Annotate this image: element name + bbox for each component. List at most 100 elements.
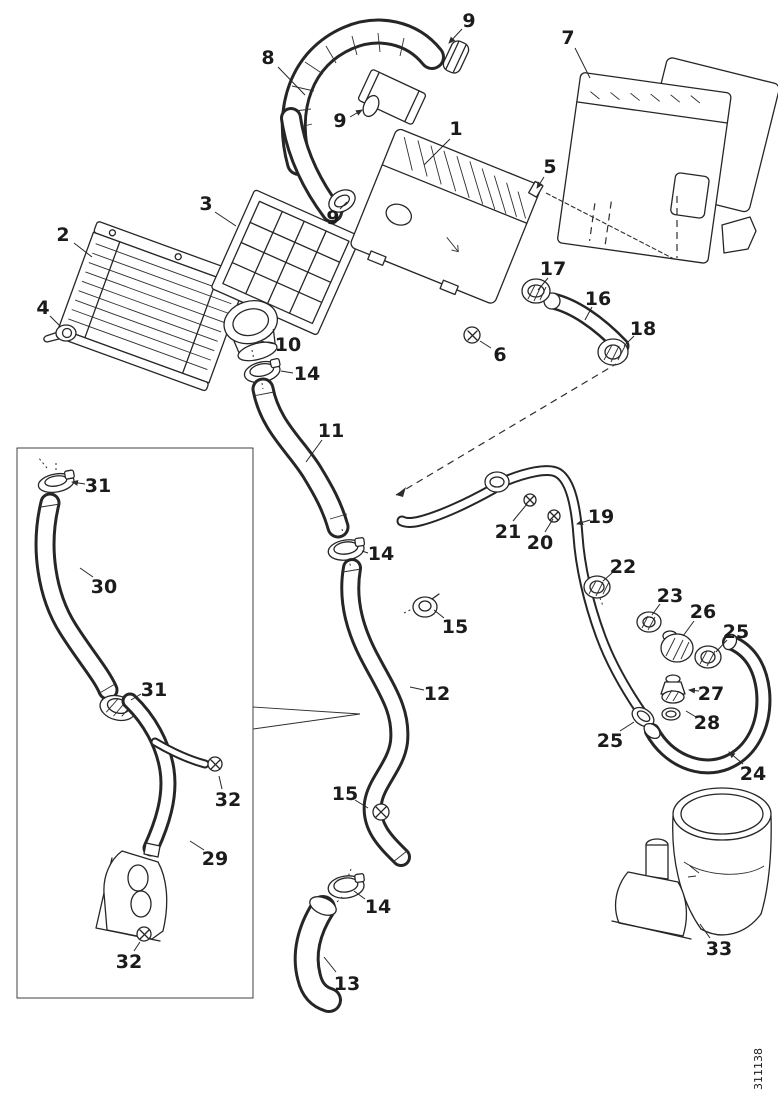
intake-elbow-assembly bbox=[280, 18, 470, 223]
reservoir-29 bbox=[95, 842, 168, 942]
air-cleaner-housing bbox=[350, 128, 541, 304]
assembly-dashed-line bbox=[395, 363, 617, 496]
callout-label-27: 27 bbox=[698, 683, 724, 705]
clamp-14b bbox=[327, 537, 366, 561]
callout-leader-14 bbox=[280, 370, 294, 374]
callout-leader-13 bbox=[323, 956, 337, 973]
bolt-32b bbox=[136, 926, 152, 942]
hose-13 bbox=[293, 895, 342, 1013]
canister-33 bbox=[672, 787, 772, 936]
callout-label-9: 9 bbox=[333, 110, 346, 132]
sensor-27 bbox=[660, 674, 686, 704]
bolt-32a bbox=[207, 756, 223, 772]
callout-label-25: 25 bbox=[597, 730, 623, 752]
callout-label-15: 15 bbox=[332, 783, 358, 805]
callout-leader-27 bbox=[688, 687, 700, 694]
bolt-20 bbox=[547, 509, 561, 523]
callout-leader-29 bbox=[189, 840, 205, 851]
callout-leader-1 bbox=[423, 138, 451, 166]
callout-label-5: 5 bbox=[543, 156, 556, 178]
callout-leader-18 bbox=[623, 335, 635, 347]
callout-label-1: 1 bbox=[449, 118, 462, 140]
callout-label-28: 28 bbox=[694, 712, 720, 734]
bolt-6 bbox=[463, 326, 481, 344]
hose-24 bbox=[643, 633, 772, 775]
fitting-26 bbox=[660, 630, 694, 663]
callout-leader-14 bbox=[353, 890, 366, 900]
callout-leader-20 bbox=[544, 518, 554, 533]
callout-label-14: 14 bbox=[294, 363, 320, 385]
callout-leader-9 bbox=[448, 28, 463, 44]
callout-label-13: 13 bbox=[334, 973, 360, 995]
callout-label-9: 9 bbox=[462, 10, 475, 32]
callout-label-10: 10 bbox=[275, 334, 301, 356]
callout-label-17: 17 bbox=[540, 258, 566, 280]
callout-leader-23 bbox=[651, 603, 661, 616]
callout-label-7: 7 bbox=[561, 27, 574, 49]
callout-label-14: 14 bbox=[365, 896, 391, 918]
ring-28 bbox=[661, 707, 681, 721]
clamp-14c bbox=[327, 873, 365, 899]
callout-leader-21 bbox=[512, 503, 528, 522]
callout-label-33: 33 bbox=[706, 938, 732, 960]
callout-leader-31 bbox=[130, 693, 142, 701]
inset-box bbox=[16, 447, 361, 999]
hose-11 bbox=[251, 377, 350, 539]
bolt-15b bbox=[372, 803, 390, 821]
callout-label-3: 3 bbox=[199, 193, 212, 215]
hose-12 bbox=[340, 558, 411, 867]
callout-label-29: 29 bbox=[202, 848, 228, 870]
callout-leader-15 bbox=[354, 799, 369, 809]
callout-leader-16 bbox=[584, 306, 593, 321]
callout-label-23: 23 bbox=[657, 585, 683, 607]
valve-33 bbox=[611, 838, 700, 940]
callout-leader-2 bbox=[73, 242, 93, 258]
callout-label-26: 26 bbox=[690, 601, 716, 623]
callout-leader-14 bbox=[361, 550, 369, 554]
clamp-22 bbox=[583, 575, 611, 599]
callout-leader-3 bbox=[214, 211, 237, 227]
callout-label-31: 31 bbox=[85, 475, 111, 497]
assembly-axes bbox=[55, 210, 604, 905]
callout-label-20: 20 bbox=[527, 532, 553, 554]
callout-leader-24 bbox=[728, 751, 744, 765]
callout-leader-25 bbox=[619, 721, 635, 732]
clamp-15a bbox=[403, 593, 440, 618]
callout-label-6: 6 bbox=[493, 344, 506, 366]
control-module bbox=[557, 57, 778, 264]
callout-leader-4 bbox=[49, 315, 61, 327]
callout-leader-22 bbox=[602, 572, 613, 582]
panel-edge-line bbox=[545, 192, 677, 261]
callout-leader-6 bbox=[479, 340, 492, 349]
bolt-4 bbox=[43, 324, 77, 343]
callout-leader-9 bbox=[339, 201, 348, 210]
callout-label-14: 14 bbox=[368, 543, 394, 565]
callout-leader-9 bbox=[349, 109, 363, 118]
callout-label-12: 12 bbox=[424, 683, 450, 705]
air-filter-element bbox=[211, 189, 361, 336]
callout-label-15: 15 bbox=[442, 616, 468, 638]
callout-leader-28 bbox=[685, 710, 697, 718]
callout-leader-32 bbox=[218, 775, 223, 790]
callout-leader-26 bbox=[682, 620, 695, 637]
callout-label-32: 32 bbox=[215, 789, 241, 811]
callout-leader-17 bbox=[537, 277, 549, 291]
callout-label-8: 8 bbox=[261, 47, 274, 69]
callout-label-30: 30 bbox=[91, 576, 117, 598]
callout-leader-33 bbox=[699, 923, 711, 939]
dashed-line-arrowhead bbox=[396, 487, 406, 497]
callout-leader-12 bbox=[409, 686, 425, 691]
callout-leader-8 bbox=[277, 66, 306, 96]
callout-leader-32 bbox=[133, 941, 141, 952]
callout-label-21: 21 bbox=[495, 521, 521, 543]
callout-leader-7 bbox=[574, 47, 591, 79]
clamp-17 bbox=[521, 278, 551, 304]
callout-leader-10 bbox=[259, 340, 276, 345]
clamp-18 bbox=[597, 338, 629, 366]
callout-label-2: 2 bbox=[56, 224, 69, 246]
clamp-31a bbox=[37, 469, 75, 494]
callout-leader-19 bbox=[576, 519, 591, 526]
